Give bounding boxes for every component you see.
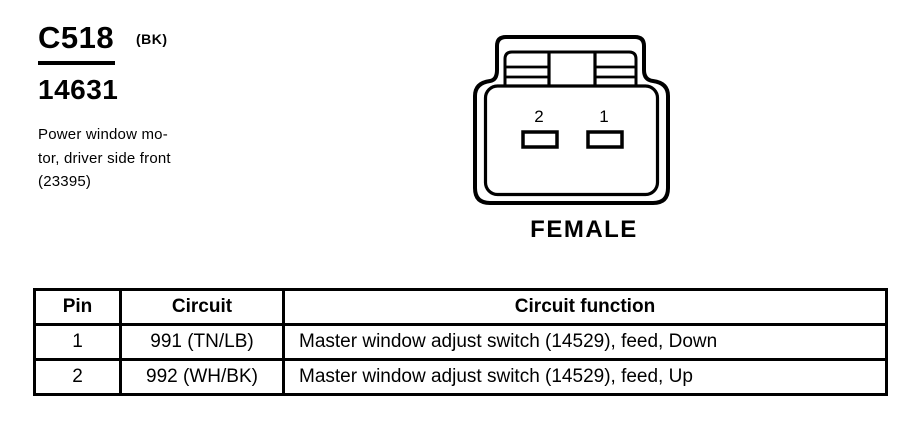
pin-cell: 1: [33, 323, 122, 361]
latch-band-lines: [505, 65, 636, 79]
part-number: 14631: [38, 74, 119, 105]
circuit-function-cell: Master window adjust switch (14529), fee…: [282, 358, 888, 396]
description-line: (23395): [38, 173, 92, 190]
circuit-cell: 992 (WH/BK): [119, 358, 285, 396]
latch-tower-outline: [503, 50, 638, 87]
column-header-pin: Pin: [33, 288, 122, 326]
column-header-circuit-function: Circuit function: [282, 288, 888, 326]
connector-id: C518: [38, 20, 115, 55]
circuit-function-cell: Master window adjust switch (14529), fee…: [282, 323, 888, 361]
connector-inner-wall: [483, 84, 660, 197]
pin-1-label: 1: [599, 107, 608, 126]
latch-center-dividers: [547, 52, 597, 86]
connector-id-underline: [38, 61, 115, 65]
column-header-circuit: Circuit: [119, 288, 285, 326]
description-line: Power window mo-: [38, 126, 168, 143]
connector-diagram: 2 1 FEMALE: [473, 35, 670, 243]
pinout-table: Pin Circuit Circuit function 1 991 (TN/L…: [33, 288, 888, 396]
table-header-row: Pin Circuit Circuit function: [33, 288, 888, 326]
pin-2-label: 2: [534, 107, 543, 126]
circuit-cell: 991 (TN/LB): [119, 323, 285, 361]
pin-cell: 2: [33, 358, 122, 396]
pin-1-slot: [586, 130, 624, 149]
connector-gender-label: FEMALE: [530, 216, 638, 243]
connector-color-code: (BK): [136, 31, 168, 47]
connector-description: Power window mo- tor, driver side front …: [38, 123, 171, 194]
pin-2-slot: [521, 130, 559, 149]
table-row: 1 991 (TN/LB) Master window adjust switc…: [33, 323, 888, 361]
table-row: 2 992 (WH/BK) Master window adjust switc…: [33, 358, 888, 396]
description-line: tor, driver side front: [38, 149, 171, 167]
